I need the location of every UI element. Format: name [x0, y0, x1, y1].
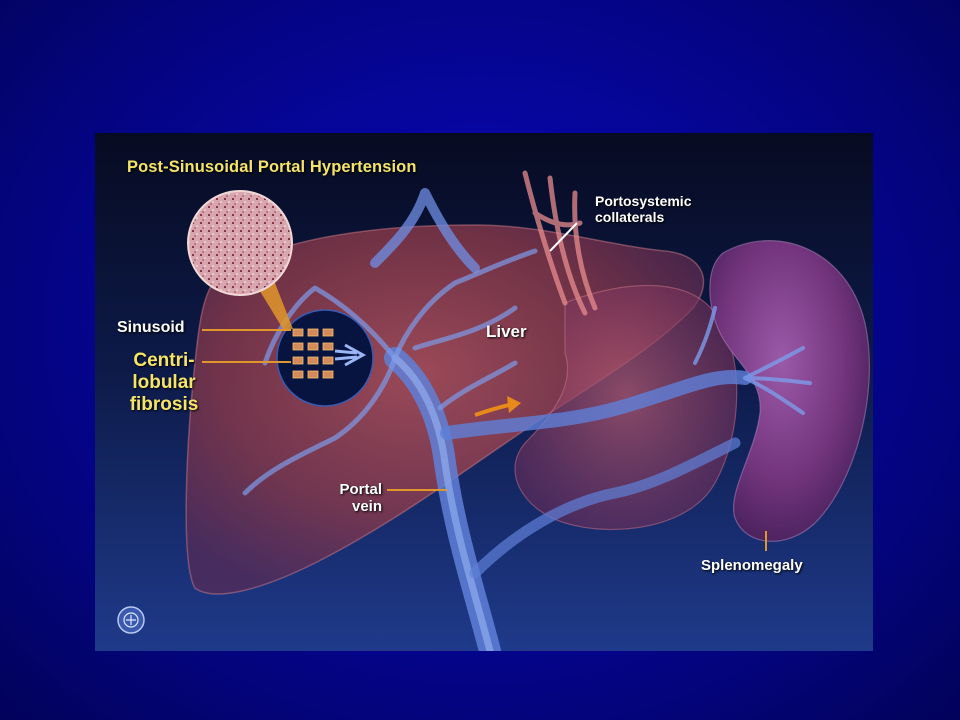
sinusoid-label: Sinusoid: [117, 319, 185, 336]
hepatic-vein-top: [370, 188, 480, 273]
collateral-vessels: [522, 170, 598, 316]
magnifier-connector: [255, 278, 293, 329]
mesenteric-vein: [469, 437, 741, 579]
splenic-branches: [693, 306, 812, 415]
seal-logo-icon: [117, 606, 145, 634]
portal-vein-line-1: Portal: [339, 481, 382, 498]
histology-magnified-circle: [187, 190, 293, 296]
splenic-vein: [440, 370, 752, 440]
portal-vein-label: Portal vein: [327, 481, 382, 515]
centrilobular-fibrosis-line-3: fibrosis: [129, 394, 199, 415]
portal-vein-highlight: [391, 354, 494, 651]
collaterals-line-2: collaterals: [595, 209, 665, 225]
illustration-title: Post-Sinusoidal Portal Hypertension: [127, 158, 417, 176]
collaterals-line-1: Portosystemic: [595, 193, 692, 209]
portal-vein-line-2: vein: [351, 498, 382, 515]
leader-lines: [202, 222, 767, 551]
centrilobular-fibrosis-label: Centri- lobular fibrosis: [109, 350, 219, 416]
centrilobular-fibrosis-line-1: Centri-: [133, 350, 195, 371]
liver-label: Liver: [486, 322, 527, 341]
splenomegaly-label: Splenomegaly: [701, 557, 803, 574]
portosystemic-collaterals-label: Portosystemic collaterals: [595, 193, 735, 225]
spleen-shape: [709, 240, 870, 542]
vessel-network: [242, 170, 812, 651]
orange-arrow-icon: [474, 396, 521, 417]
illustration-panel: Post-Sinusoidal Portal Hypertension Sinu…: [95, 133, 873, 651]
anatomy-illustration: [117, 170, 870, 651]
centrilobular-fibrosis-line-2: lobular: [132, 372, 196, 393]
lobule-inset: [276, 309, 374, 407]
